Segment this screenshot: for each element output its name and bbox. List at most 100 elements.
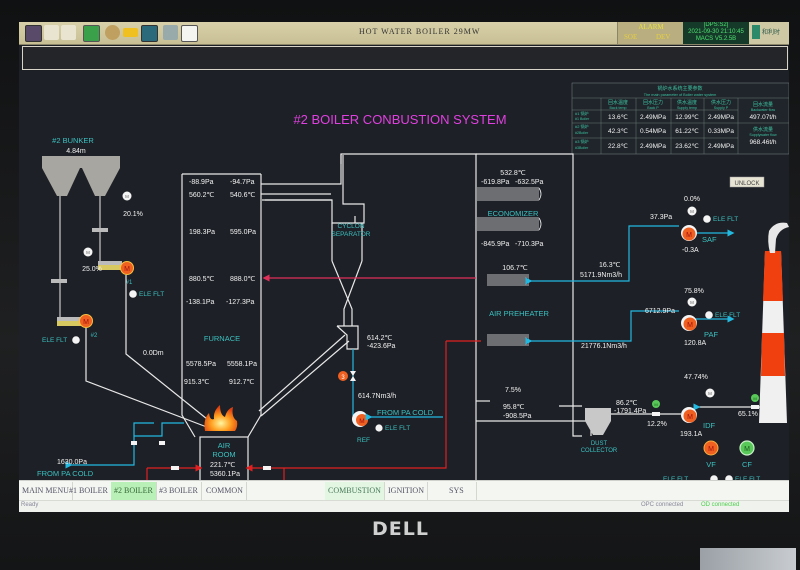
ref-fault: ELE FLT bbox=[385, 425, 410, 432]
backwater-flow-cn: 回水流量 bbox=[753, 101, 773, 108]
soe-button[interactable]: SOE bbox=[624, 33, 638, 41]
idf-motor-icon[interactable] bbox=[683, 409, 697, 423]
feeder-1-fault: ELE FLT bbox=[139, 291, 164, 298]
idf-inlet-damper[interactable] bbox=[652, 412, 660, 416]
hand-forward-icon[interactable] bbox=[61, 25, 76, 40]
coal-bunker: #2 BUNKER 4.84m bbox=[42, 136, 120, 321]
monitor-icon[interactable] bbox=[25, 25, 42, 42]
feeder-1-motor-icon[interactable] bbox=[120, 261, 134, 275]
red-damper-1[interactable] bbox=[171, 466, 179, 470]
idf-outlet-damper[interactable] bbox=[751, 405, 759, 409]
unlock-button[interactable]: UNLOCK bbox=[729, 176, 765, 188]
furnace-t-mid-right: 888.0℃ bbox=[230, 276, 256, 283]
process-diagram: #2 BOILER CONBUSTION SYSTEM 锅炉水系统主要参数 Th… bbox=[37, 82, 789, 491]
nav-sys[interactable]: SYS bbox=[437, 482, 477, 500]
feeder-2[interactable]: M 25.0% M #2 ELE FLT bbox=[42, 247, 102, 345]
saf-opening-icon[interactable] bbox=[687, 206, 697, 216]
idf-opening-icon[interactable] bbox=[705, 388, 715, 398]
paf-motor-icon[interactable] bbox=[683, 317, 697, 331]
nav-boiler-2[interactable]: #2 BOILER bbox=[111, 482, 157, 500]
alarm-button[interactable]: ALARM bbox=[638, 23, 664, 31]
feeder-2-motor-glyph: M bbox=[83, 319, 89, 326]
header-back-p-cn: 回水压力 bbox=[643, 99, 663, 106]
row2-supply-temp: 61.22℃ bbox=[675, 128, 699, 135]
printer-icon[interactable] bbox=[163, 25, 178, 40]
alarm-panel[interactable]: ALARM SOE DEV bbox=[617, 22, 684, 44]
idf-outlet-damper-icon[interactable] bbox=[751, 394, 759, 402]
furnace-p-top-left: -88.9Pa bbox=[189, 179, 214, 186]
economizer-p3: -845.9Pa bbox=[481, 241, 510, 248]
ref-label: REF bbox=[357, 437, 370, 444]
status-od: OD connected bbox=[701, 502, 740, 508]
folder-icon[interactable] bbox=[123, 28, 138, 37]
header-supply-temp-cn: 供水温度 bbox=[677, 99, 697, 106]
idf-opening: 47.74% bbox=[684, 374, 708, 381]
furnace-p-mid-right: -127.3Pa bbox=[226, 299, 255, 306]
feeder-2-motor-icon[interactable] bbox=[79, 314, 93, 328]
ref-valve-icon[interactable] bbox=[338, 371, 348, 381]
status-text: Ready bbox=[21, 502, 39, 508]
water-param-table: 锅炉水系统主要参数 The main parameter of Boiler w… bbox=[571, 82, 789, 155]
unlock-label[interactable]: UNLOCK bbox=[734, 181, 759, 187]
cf-motor-icon[interactable] bbox=[739, 440, 755, 456]
table-subtitle: The main parameter of Boiler water syste… bbox=[644, 93, 717, 97]
feeder-2-fault: ELE FLT bbox=[42, 337, 67, 344]
status-bar: Ready OPC connected OD connected bbox=[19, 500, 789, 512]
report-icon[interactable] bbox=[181, 25, 198, 42]
air-room-label-2: ROOM bbox=[212, 450, 235, 459]
page-title: #2 BOILER CONBUSTION SYSTEM bbox=[293, 112, 506, 127]
trend-icon[interactable] bbox=[83, 25, 100, 42]
vf-label: VF bbox=[706, 460, 716, 469]
ref-source: FROM PA COLD bbox=[377, 408, 434, 417]
chart-window-icon[interactable] bbox=[141, 25, 158, 42]
saf-pressure: 37.3Pa bbox=[650, 214, 672, 221]
alarm-message-bar bbox=[22, 46, 788, 70]
air-room: AIR ROOM 221.7℃ 5360.1Pa bbox=[199, 436, 249, 484]
chimney bbox=[759, 222, 789, 423]
pa-damper-2[interactable] bbox=[159, 441, 165, 445]
feeder-1-speed-icon[interactable] bbox=[122, 191, 132, 201]
saf-motor-icon[interactable] bbox=[682, 227, 696, 241]
hand-back-icon[interactable] bbox=[44, 25, 59, 40]
feeder-2-id: #2 bbox=[91, 333, 98, 339]
feeder-2-fault-icon bbox=[72, 336, 80, 344]
saf-opening: 0.0% bbox=[684, 196, 700, 203]
paf-opening-icon[interactable] bbox=[687, 297, 697, 307]
dust-collector: DUST COLLECTOR 86.2℃ -1791.4Pa bbox=[581, 400, 647, 454]
economizer-coils bbox=[477, 187, 542, 231]
dev-button[interactable]: DEV bbox=[656, 33, 671, 41]
saf-opening-glyph: M bbox=[690, 209, 694, 214]
status-opc: OPC connected bbox=[641, 502, 684, 508]
idf-inlet-damper-icon[interactable] bbox=[652, 400, 660, 408]
dps-datetime: 2021-09-30 21:10:45 bbox=[688, 29, 744, 35]
nav-boiler-3[interactable]: #3 BOILER bbox=[156, 482, 202, 500]
row3-supply-temp: 23.62℃ bbox=[675, 143, 699, 150]
monitor-brand-logo: DELL bbox=[372, 518, 429, 540]
red-damper-2[interactable] bbox=[263, 466, 271, 470]
nav-boiler-1[interactable]: #1 BOILER bbox=[66, 482, 112, 500]
nav-combustion[interactable]: COMBUSTION bbox=[325, 482, 385, 500]
ref-valve-id: 3 bbox=[341, 375, 345, 381]
bunker-label: #2 BUNKER bbox=[52, 136, 94, 145]
air-preheater-label: AIR PREHEATER bbox=[489, 309, 549, 318]
nav-main-menu[interactable]: MAIN MENU bbox=[19, 482, 73, 500]
idf-motor-glyph: M bbox=[687, 414, 693, 421]
nav-common[interactable]: COMMON bbox=[203, 482, 247, 500]
cf-fault: ELE FLT bbox=[735, 476, 760, 483]
feeder-1[interactable]: M 20.1% M #1 ELE FLT bbox=[92, 191, 164, 299]
furnace-p-upper-right: 595.0Pa bbox=[230, 229, 256, 236]
pa-damper-1[interactable] bbox=[131, 441, 137, 445]
ref-fault-icon bbox=[375, 424, 383, 432]
air-preheater-coils bbox=[487, 274, 529, 346]
vf-motor-glyph: M bbox=[708, 446, 714, 453]
row1-supply-p: 2.49MPa bbox=[708, 114, 734, 121]
furnace-t-top-left: 560.2℃ bbox=[189, 192, 215, 199]
feeder-2-speed-icon[interactable] bbox=[83, 247, 93, 257]
vf-motor-icon[interactable] bbox=[703, 440, 719, 456]
feeder-2-speed: 25.0% bbox=[82, 266, 102, 273]
settings-icon[interactable] bbox=[105, 25, 120, 40]
ref-motor-icon[interactable] bbox=[356, 414, 368, 426]
nav-ignition[interactable]: IGNITION bbox=[385, 482, 428, 500]
furnace-p-bottom-right: 5558.1Pa bbox=[227, 361, 257, 368]
cyclone-pressure: -423.6Pa bbox=[367, 343, 396, 350]
